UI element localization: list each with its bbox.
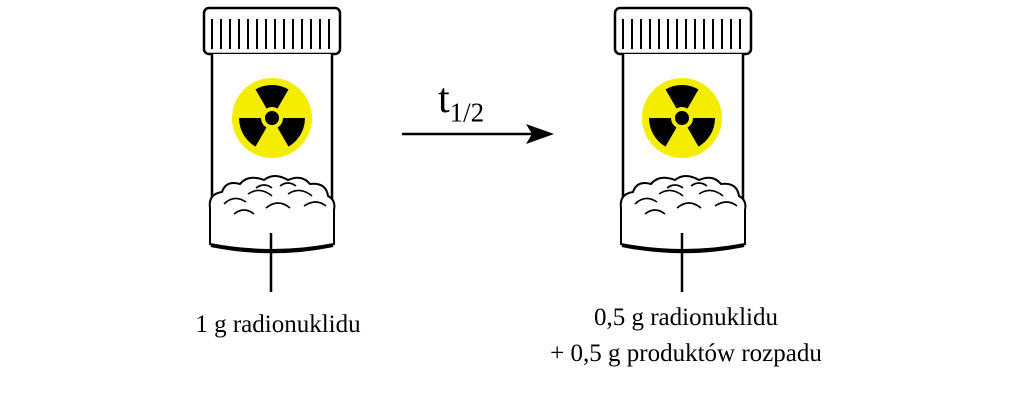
arrow-head-icon [526,124,554,144]
right-jar-label-line2: + 0,5 g produktów rozpadu [550,340,822,367]
right-radiation-trefoil-icon [642,78,722,158]
half-life-label: t1/2 [438,78,484,126]
left-jar-label: 1 g radionuklidu [195,311,361,338]
half-life-subscript: 1/2 [449,97,485,128]
left-radiation-trefoil-icon [232,78,312,158]
half-life-symbol: t [438,76,450,122]
right-jar-label-line1: 0,5 g radionuklidu [593,304,778,331]
